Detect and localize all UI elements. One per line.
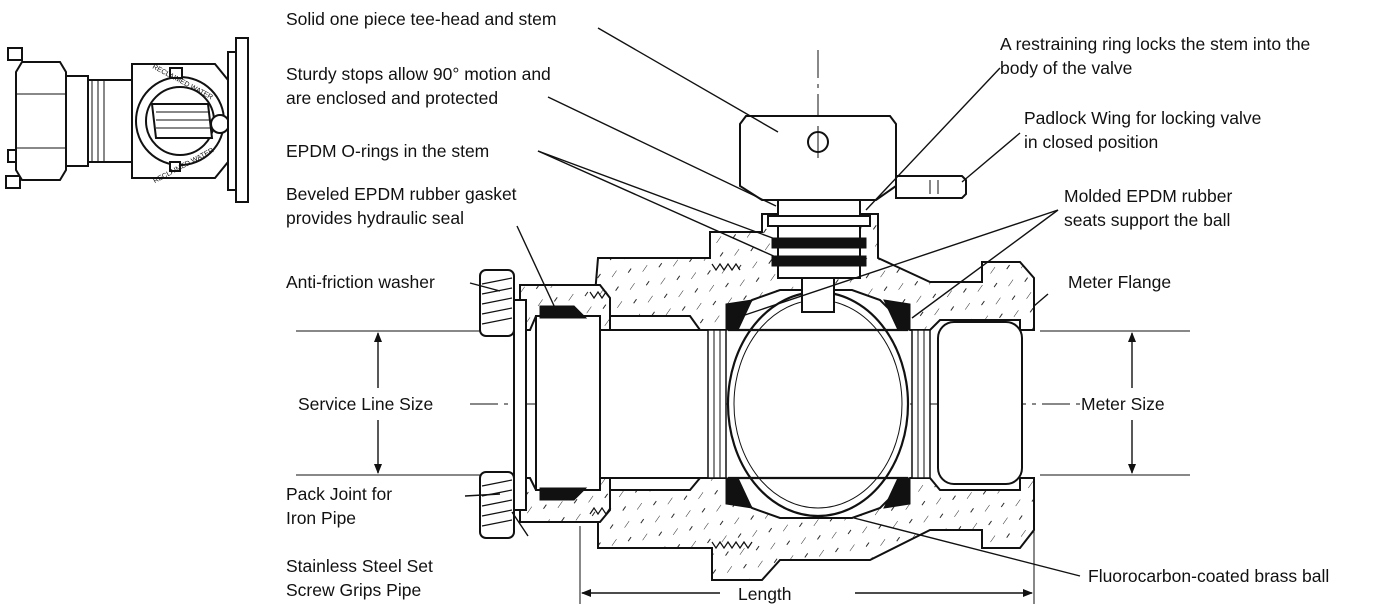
- label-seats-line2: seats support the ball: [1064, 210, 1230, 230]
- padlock-wing: [895, 175, 967, 199]
- label-restraining-ring-line2: body of the valve: [1000, 58, 1132, 78]
- label-gasket-line1: Beveled EPDM rubber gasket: [286, 184, 517, 204]
- label-service-line-size: Service Line Size: [298, 394, 433, 414]
- gasket-lower: [539, 487, 588, 501]
- seat-right-upper: [883, 299, 911, 331]
- label-restraining-ring-line1: A restraining ring locks the stem into t…: [1000, 34, 1310, 54]
- label-padlock-line2: in closed position: [1024, 132, 1158, 152]
- label-padlock-line1: Padlock Wing for locking valve: [1024, 108, 1261, 128]
- oring-upper: [771, 237, 867, 249]
- label-pack-joint-line2: Iron Pipe: [286, 508, 356, 528]
- valve-body-lower: [597, 477, 1035, 581]
- leader-lines: [464, 27, 1081, 577]
- label-tee-head: Solid one piece tee-head and stem: [286, 9, 556, 29]
- label-ball: Fluorocarbon-coated brass ball: [1088, 566, 1329, 586]
- valve-cross-section: [296, 50, 1190, 604]
- label-washer: Anti-friction washer: [286, 272, 435, 292]
- seat-left-lower: [725, 477, 753, 509]
- seat-left-upper: [725, 299, 753, 331]
- label-stops-line1: Sturdy stops allow 90° motion and: [286, 64, 551, 84]
- restraining-ring: [767, 215, 871, 227]
- label-stops-line2: are enclosed and protected: [286, 88, 498, 108]
- label-set-screw-line1: Stainless Steel Set: [286, 556, 433, 576]
- seat-right-lower: [883, 477, 911, 509]
- oring-lower: [771, 255, 867, 267]
- gasket-upper: [539, 305, 588, 319]
- ball: [726, 290, 910, 518]
- label-meter-size: Meter Size: [1081, 394, 1165, 414]
- label-set-screw-line2: Screw Grips Pipe: [286, 580, 421, 600]
- valve-thumbnail: RECLAIMED WATER RECLAIMED WATER: [5, 37, 249, 203]
- label-seats-line1: Molded EPDM rubber: [1064, 186, 1232, 206]
- label-length: Length: [738, 584, 792, 604]
- label-orings: EPDM O-rings in the stem: [286, 141, 489, 161]
- label-pack-joint-line1: Pack Joint for: [286, 484, 392, 504]
- label-gasket-line2: provides hydraulic seal: [286, 208, 464, 228]
- callout-labels: Solid one piece tee-head and stem Sturdy…: [286, 9, 1329, 604]
- label-meter-flange: Meter Flange: [1068, 272, 1171, 292]
